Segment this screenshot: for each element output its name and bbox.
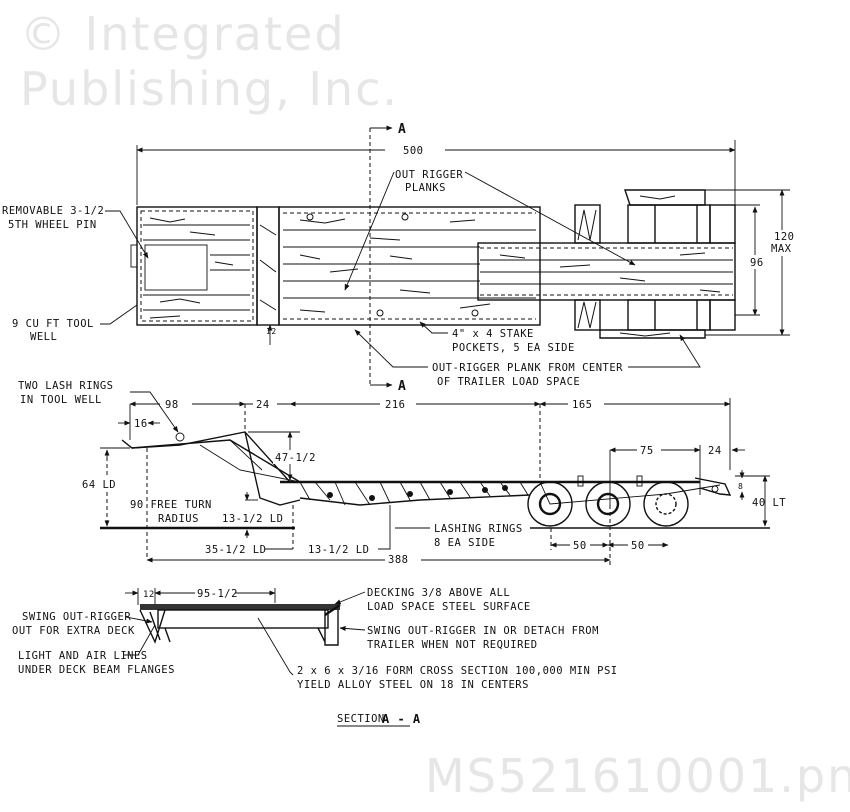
side-view: 98 24 216 165 16 75 24 — [18, 380, 786, 568]
label-light-air-lines: LIGHT AND AIR LINES — [18, 650, 148, 662]
dim-64-label: 64 LD — [82, 479, 116, 491]
dim-13-rear-label: 13-1/2 LD — [308, 544, 369, 556]
plan-view: 500 A A — [2, 122, 796, 394]
dim-12-section-label: 12 — [143, 590, 155, 600]
dim-12-label: 12 — [266, 327, 277, 336]
dim-95-label: 95-1/2 — [197, 588, 238, 600]
label-free-turn-radius-2: RADIUS — [158, 513, 199, 525]
label-lashing-rings-2: 8 EA SIDE — [434, 537, 495, 549]
section-decking — [140, 604, 340, 610]
label-free-turn-radius: 90 FREE TURN — [130, 499, 212, 511]
dim-96-label: 96 — [750, 257, 764, 269]
label-stake-pockets: 4" x 4 STAKE — [452, 328, 534, 340]
dim-388-label: 388 — [388, 554, 408, 566]
section-title-marks: A - A — [382, 712, 421, 726]
label-tool-well-2: WELL — [30, 331, 57, 343]
outrigger-plank-top — [624, 189, 706, 206]
dim-50a-label: 50 — [573, 540, 587, 552]
dim-max-label: MAX — [771, 243, 792, 255]
label-decking: DECKING 3/8 ABOVE ALL — [367, 587, 510, 599]
label-swing-in-2: TRAILER WHEN NOT REQUIRED — [367, 639, 538, 651]
dim-24-label: 24 — [256, 399, 270, 411]
tool-well — [144, 244, 208, 291]
dim-216-label: 216 — [385, 399, 405, 411]
fifth-wheel-pin — [130, 244, 138, 268]
watermark-line-1: © Integrated — [20, 7, 346, 61]
dim-13-front-label: 13-1/2 LD — [222, 513, 283, 525]
dim-165-label: 165 — [572, 399, 592, 411]
watermark-line-2: Publishing, Inc. — [20, 62, 399, 116]
label-swing-out: SWING OUT-RIGGER — [22, 611, 131, 623]
wheels — [527, 481, 689, 527]
dim-8-label: 8 — [738, 482, 743, 491]
label-fifth-wheel-pin-2: 5TH WHEEL PIN — [8, 219, 97, 231]
label-swing-in: SWING OUT-RIGGER IN OR DETACH FROM — [367, 625, 599, 637]
gooseneck — [121, 431, 291, 483]
outriggers — [574, 189, 736, 339]
label-stake-pockets-2: POCKETS, 5 EA SIDE — [452, 342, 575, 354]
label-tool-well: 9 CU FT TOOL — [12, 318, 94, 330]
watermark-line-3: MS521610001.png — [425, 749, 850, 803]
label-outrigger-plank-center: OUT-RIGGER PLANK FROM CENTER — [432, 362, 623, 374]
label-outrigger-plank-center-2: OF TRAILER LOAD SPACE — [437, 376, 580, 388]
dim-75-label: 75 — [640, 445, 654, 457]
dim-47-label: 47-1/2 — [275, 452, 316, 464]
label-swing-out-2: OUT FOR EXTRA DECK — [12, 625, 135, 637]
label-outrigger-planks-2: PLANKS — [405, 182, 446, 194]
section-marker-top: A — [398, 122, 406, 137]
dim-500-label: 500 — [403, 145, 423, 157]
label-decking-2: LOAD SPACE STEEL SURFACE — [367, 601, 531, 613]
dim-50b-label: 50 — [631, 540, 645, 552]
dim-98-label: 98 — [165, 399, 179, 411]
outrigger-plank-bottom — [599, 329, 706, 339]
section-view: 12 95-1/2 DECKING 3/8 ABOVE ALL LOAD SPA… — [12, 586, 618, 727]
section-beam — [157, 609, 329, 629]
dim-40-label: 40 LT — [752, 497, 786, 509]
dim-35-label: 35-1/2 LD — [205, 544, 266, 556]
main-deck — [278, 206, 541, 326]
lashing-rings — [327, 485, 508, 501]
label-cross-section: 2 x 6 x 3/16 FORM CROSS SECTION 100,000 … — [297, 665, 618, 677]
label-cross-section-2: YIELD ALLOY STEEL ON 18 IN CENTERS — [297, 679, 529, 691]
label-two-lash-rings: TWO LASH RINGS — [18, 380, 114, 392]
label-light-air-lines-2: UNDER DECK BEAM FLANGES — [18, 664, 175, 676]
label-outrigger-planks: OUT RIGGER — [395, 169, 463, 181]
section-marker-bottom: A — [398, 379, 406, 394]
watermark: © Integrated Publishing, Inc. MS52161000… — [20, 7, 850, 803]
label-two-lash-rings-2: IN TOOL WELL — [20, 394, 102, 406]
rear-deck — [477, 242, 736, 301]
label-fifth-wheel-pin: REMOVABLE 3-1/2 — [2, 205, 104, 217]
dim-120-label: 120 — [774, 231, 794, 243]
label-lashing-rings: LASHING RINGS — [434, 523, 523, 535]
dim-24-rear-label: 24 — [708, 445, 722, 457]
dim-16-label: 16 — [134, 418, 148, 430]
section-title: SECTION — [337, 713, 385, 725]
